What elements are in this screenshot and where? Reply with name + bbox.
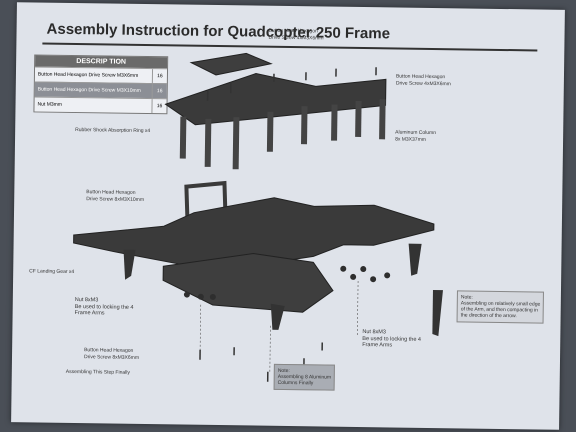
right-screw-label: Button Head Hexagon Drive Screw 4xM3X6mm [396,73,451,87]
top-mini-plate [189,52,273,76]
assembling-final-label: Assembling This Step Finally [65,368,130,376]
note-line: Columns Finally [277,379,314,387]
nut-right-label: Nut 8xM3 Be used to locking the 4 Frame … [362,329,421,349]
label-line: Aluminum Column [395,129,437,137]
landing-gear [123,243,422,330]
rubber-ring-label: Rubber Shock Absorption Ring x4 [75,127,151,135]
bottom-screw-label: Button Head Hexagon Drive Screw 8xM3X6mm [84,347,139,361]
label-line: Drive Screw 8xM3X10mm [86,195,145,203]
loose-landing-gear [432,290,443,337]
aluminum-columns [179,99,386,170]
main-frame [73,197,435,268]
guide-lines [199,280,359,372]
label-line: 8x M3X37mm [395,135,426,143]
bottom-plate [162,253,334,313]
mid-screw-label: Button Head Hexagon Drive Screw 8xM3X10m… [86,189,144,203]
aluminum-column-label: Aluminum Column 8x M3X37mm [395,129,436,143]
label-line: Drive Screw 4xM3X6mm [268,34,324,41]
note-line: the direction of the arrow. [460,312,517,320]
note-center: Note: Assembling 8 Aluminum Columns Fina… [273,363,336,391]
nuts [183,265,391,300]
label-line: Frame Arms [74,310,105,317]
label-line: Drive Screw 8xM3X6mm [83,353,140,361]
top-plate [164,73,387,126]
landing-gear-label: CF Landing Gear x4 [29,268,75,276]
instruction-sheet: Assembly Instruction for Quadcopter 250 … [11,2,565,430]
exploded-frame-diagram [73,52,443,382]
label-line: Drive Screw 4xM3X6mm [395,79,451,87]
top-screw-label: Button Head Hexagon Drive Screw 4xM3X6mm [268,28,323,42]
nut-left-label: Nut 8xM3 Be used to locking the 4 Frame … [75,297,134,317]
screws-top [206,67,377,101]
note-right: Note: Assembling on relatively small edg… [456,290,545,324]
label-line: Frame Arms [362,342,393,349]
